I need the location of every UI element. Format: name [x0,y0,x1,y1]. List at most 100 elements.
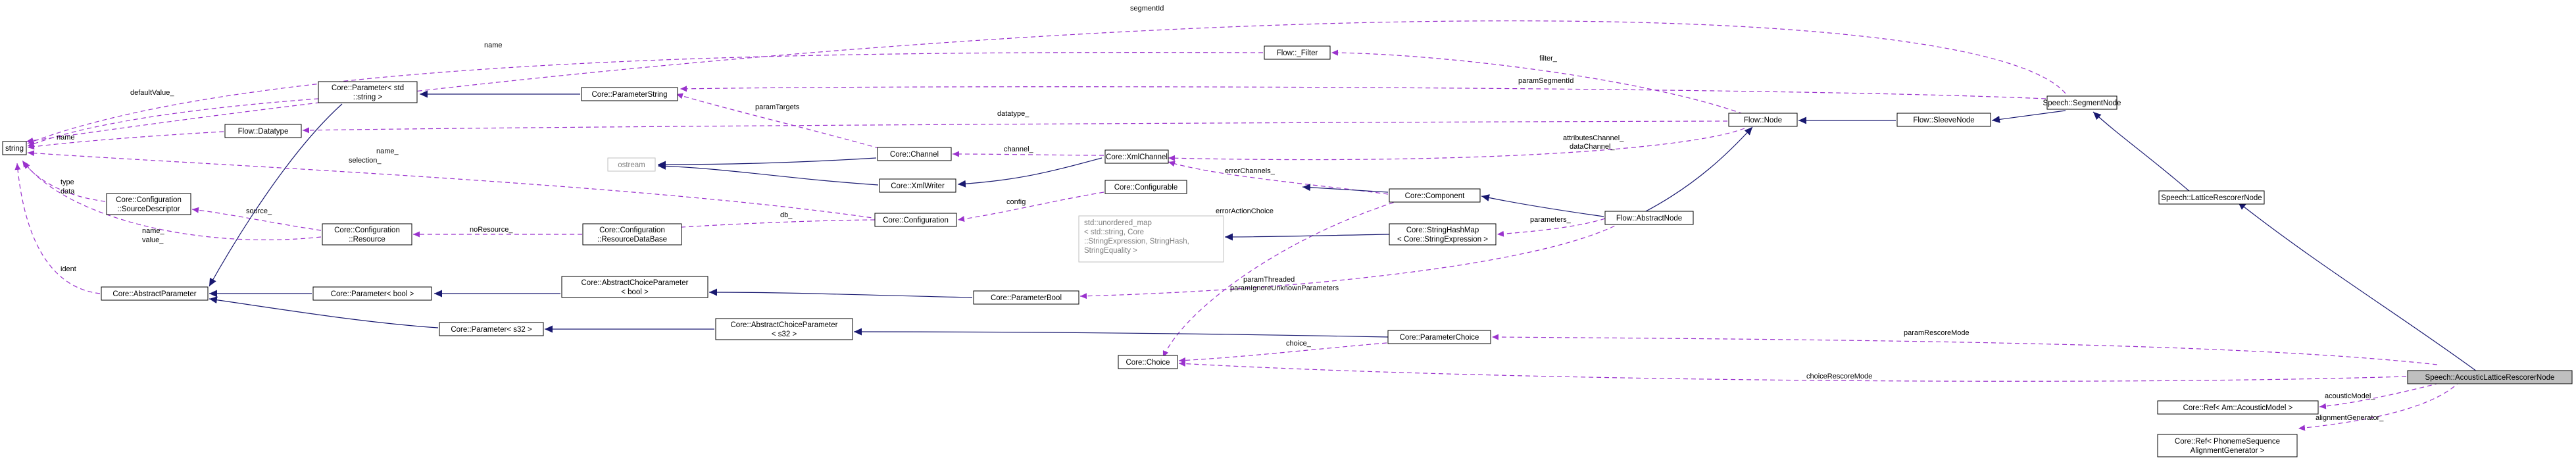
edge-alignment-generator [2298,380,2461,431]
node-sleeve-node[interactable]: Flow::SleeveNode [1896,113,1991,127]
edge-label-parameters: parameters_ [1530,216,1572,224]
edge-label-datatype: datatype_ [997,110,1029,118]
node-flow-datatype-label: Flow::Datatype [238,128,289,136]
node-component[interactable]: Core::Component [1389,188,1481,203]
node-segment-node-label: Speech::SegmentNode [2043,99,2121,107]
node-configuration[interactable]: Core::Configuration [874,213,957,227]
node-abstract-parameter[interactable]: Core::AbstractParameter [101,286,209,301]
edge-label-attributes-channel-2: dataChannel_ [1570,143,1615,151]
node-string-hash-map[interactable]: Core::StringHashMap < Core::StringExpres… [1389,223,1497,246]
edge-label-name-selection-1: name_ [376,147,399,155]
edge-source [191,207,322,231]
edge-datatype [302,120,1728,134]
node-resource-database[interactable]: Core::Configuration ::ResourceDataBase [582,223,682,246]
node-source-descriptor-label-2: ::SourceDescriptor [117,205,180,213]
node-config-resource-label-2: ::Resource [349,236,385,244]
node-parameter-choice[interactable]: Core::ParameterChoice [1387,330,1491,344]
node-ref-acoustic-model[interactable]: Core::Ref< Am::AcousticModel > [2157,400,2319,415]
edge-param-rescore-mode [1491,334,2438,365]
node-sleeve-node-label: Flow::SleeveNode [1913,117,1974,124]
edge-label-config: config [1006,198,1026,206]
edge-param-segment-id [680,86,2046,99]
node-acp-bool-label-1: Core::AbstractChoiceParameter [582,279,689,287]
node-abstract-node[interactable]: Flow::AbstractNode [1604,211,1694,225]
edge-channel [952,151,1104,157]
node-parameter-bool-template-label: Core::Parameter< bool > [331,290,414,298]
node-ostream[interactable]: ostream [607,157,656,172]
edge-label-source: source_ [246,207,272,215]
node-config-resource-label-1: Core::Configuration [334,226,400,234]
node-xml-channel-label: Core::XmlChannel [1106,153,1168,161]
edge-inherits-abstract-node [1644,126,1753,213]
node-source-descriptor[interactable]: Core::Configuration ::SourceDescriptor [106,193,191,215]
edge-name-filter [27,52,1264,144]
node-parameter-s32[interactable]: Core::Parameter< s32 > [439,322,544,336]
node-parameter-choice-label: Core::ParameterChoice [1400,334,1479,342]
node-ref-acoustic-model-label: Core::Ref< Am::AcousticModel > [2183,404,2293,412]
node-string-hash-map-label-1: Core::StringHashMap [1406,226,1479,234]
node-flow-filter-label: Flow::_Filter [1277,49,1318,57]
edge-label-name-filter: name [484,41,503,49]
edge-inherits-channel-ostream [657,157,877,169]
edge-label-acoustic-model: acousticModel_ [2325,392,2375,400]
node-lattice-rescorer[interactable]: Speech::LatticeRescorerNode [2158,190,2265,205]
node-unordered-map-label-1: std::unordered_map [1084,219,1152,227]
node-acoustic-lattice-rescorer[interactable]: Speech::AcousticLatticeRescorerNode [2407,370,2573,384]
node-configurable-label: Core::Configurable [1114,184,1178,192]
node-acp-bool[interactable]: Core::AbstractChoiceParameter < bool > [561,276,708,298]
node-channel[interactable]: Core::Channel [877,147,952,161]
edge-label-choice-rescore-mode: choiceRescoreMode [1806,373,1872,380]
node-parameter-std-string-label-2: ::string > [353,93,383,101]
node-unordered-map-label-4: StringEquality > [1084,247,1137,255]
edge-inherits-configurable-component [1302,184,1389,193]
edge-inherits-acoustic-lattice [2237,201,2477,372]
edge-label-segment-id: segmentId [1130,5,1164,13]
node-unordered-map-label-3: ::StringExpression, StringHash, [1084,238,1189,246]
edge-error-action-choice [1162,199,1402,358]
edge-name [27,131,224,150]
node-flow-filter[interactable]: Flow::_Filter [1264,45,1331,60]
edge-name-value [23,161,322,240]
edge-label-db: db_ [780,211,793,219]
node-component-label: Core::Component [1405,192,1466,200]
node-choice[interactable]: Core::Choice [1118,355,1178,369]
node-config-resource[interactable]: Core::Configuration ::Resource [322,223,412,246]
edge-param-targets [676,93,895,153]
node-ref-alignment-generator-label-1: Core::Ref< PhonemeSequence [2175,438,2280,446]
edge-label-name-value-1: name_ [142,227,165,235]
node-parameter-std-string[interactable]: Core::Parameter< std ::string > [318,81,418,103]
edge-inherits-parameter-choice [853,328,1389,338]
node-configurable[interactable]: Core::Configurable [1104,180,1187,194]
node-string[interactable]: string [2,141,27,155]
node-parameter-bool-template[interactable]: Core::Parameter< bool > [312,286,432,301]
edge-label-error-action-choice: errorActionChoice [1216,207,1274,215]
node-parameter-s32-label: Core::Parameter< s32 > [451,326,532,334]
node-acp-s32[interactable]: Core::AbstractChoiceParameter < s32 > [715,318,853,340]
node-unordered-map[interactable]: std::unordered_map < std::string, Core :… [1078,215,1224,263]
node-xml-writer[interactable]: Core::XmlWriter [879,178,956,193]
edge-label-name: name [57,134,75,142]
edge-label-param-threaded-1: paramThreaded [1243,276,1295,284]
node-flow-datatype[interactable]: Flow::Datatype [224,124,302,138]
edge-label-param-segment-id: paramSegmentId [1518,77,1573,85]
node-xml-channel[interactable]: Core::XmlChannel [1104,149,1169,164]
node-source-descriptor-label-1: Core::Configuration [116,196,182,204]
node-resource-database-label-2: ::ResourceDataBase [597,236,667,244]
edge-filter [1331,49,1744,115]
edge-inherits-segment-node [1991,110,2066,123]
node-ref-alignment-generator[interactable]: Core::Ref< PhonemeSequence AlignmentGene… [2157,434,2298,457]
node-abstract-parameter-label: Core::AbstractParameter [112,290,196,298]
edge-inherits-param-s32 [209,296,439,328]
node-flow-node[interactable]: Flow::Node [1728,113,1798,127]
edge-label-type-data-2: data [61,188,75,195]
edge-label-channel: channel_ [1004,145,1034,153]
edge-config [957,192,1104,222]
edge-inherits-xmlchannel-xmlwriter [957,157,1102,188]
edge-param-threaded [1079,222,1622,299]
node-parameter-string[interactable]: Core::ParameterString [581,87,678,101]
edge-parameters [1497,218,1606,237]
node-segment-node[interactable]: Speech::SegmentNode [2043,95,2121,110]
node-parameter-bool[interactable]: Core::ParameterBool [973,290,1079,305]
edge-label-filter: filter_ [1539,55,1558,63]
